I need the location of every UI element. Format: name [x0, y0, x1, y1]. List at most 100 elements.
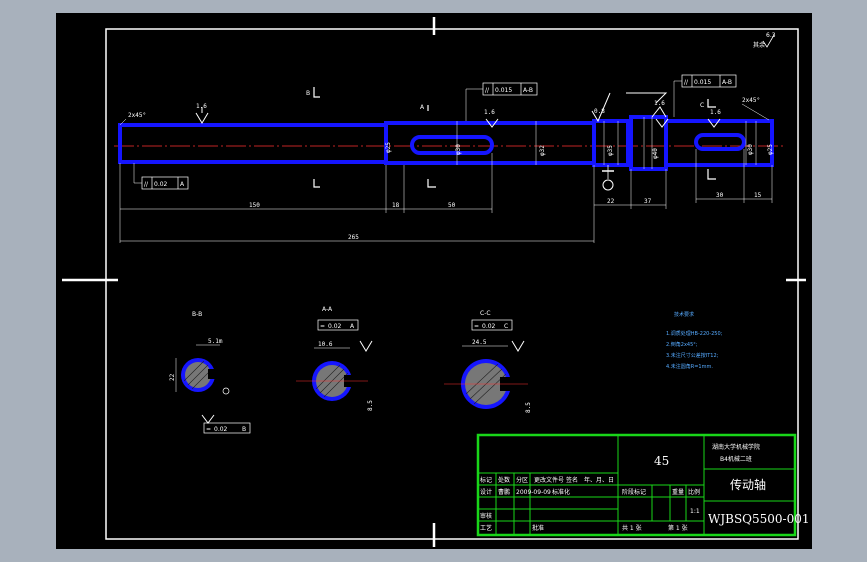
svg-text:标记: 标记: [480, 476, 492, 484]
diam-label: φ30: [747, 144, 754, 155]
roughness-symbols: [195, 92, 721, 128]
svg-text:审核: 审核: [480, 512, 492, 520]
title-block: 45 湖南大学机械学院 B4机械二班 传动轴 WJBSQ5500-001 标记 …: [476, 433, 810, 537]
section-letter: C: [700, 102, 704, 109]
svg-text:24.5: 24.5: [472, 339, 487, 346]
svg-text://: //: [485, 87, 490, 94]
chamfer-left: 2x45°: [128, 112, 146, 119]
svg-text:50: 50: [448, 202, 456, 209]
svg-text:265: 265: [348, 234, 359, 241]
svg-text:A: A: [350, 323, 355, 330]
svg-text:比例: 比例: [688, 488, 700, 496]
svg-text://: //: [144, 181, 149, 188]
svg-text:设计: 设计: [480, 488, 492, 496]
svg-text:2.倒角2x45°;: 2.倒角2x45°;: [666, 341, 698, 348]
roughness-value: 1.6: [710, 109, 721, 116]
roughness-value: 1.6: [654, 100, 665, 107]
svg-text:=: =: [320, 323, 325, 330]
svg-text:阶段标记: 阶段标记: [622, 488, 646, 496]
svg-text:18: 18: [392, 202, 400, 209]
diam-label: φ25: [767, 144, 774, 155]
section-aa: A-A = 0.02 A 10.6 8.5: [296, 306, 374, 411]
diam-label: φ40: [652, 148, 659, 159]
svg-text:批准: 批准: [532, 524, 544, 532]
school-name: 湖南大学机械学院: [712, 443, 760, 451]
svg-text:30: 30: [716, 192, 724, 199]
svg-text:=: =: [474, 323, 479, 330]
svg-text:4.未注圆角R=1mm.: 4.未注圆角R=1mm.: [666, 363, 713, 370]
shaft-drawing: 其余 6.3 φ25 φ30 φ32 φ35 φ40 φ30 φ25 2x45°: [62, 17, 810, 547]
svg-text:2009-09-09: 2009-09-09: [516, 489, 551, 496]
tech-requirements: 技术要求 1.调质处理HB-220-250; 2.倒角2x45°; 3.未注尺寸…: [666, 311, 723, 370]
general-roughness: 其余 6.3: [753, 32, 776, 49]
class-name: B4机械二班: [720, 455, 752, 463]
svg-text:22: 22: [607, 198, 615, 205]
svg-text:3.未注尺寸公差按IT12;: 3.未注尺寸公差按IT12;: [666, 352, 719, 359]
svg-text:0.02: 0.02: [482, 323, 496, 330]
roughness-corner-label: 其余: [753, 41, 765, 49]
diam-label: φ25: [385, 142, 392, 153]
cad-viewport[interactable]: 其余 6.3 φ25 φ30 φ32 φ35 φ40 φ30 φ25 2x45°: [56, 13, 812, 549]
svg-text:分区: 分区: [516, 476, 528, 484]
svg-text:标准化: 标准化: [552, 488, 570, 496]
svg-text:更改文件号: 更改文件号: [534, 476, 564, 484]
section-title: B-B: [192, 311, 202, 318]
svg-text:0.015: 0.015: [495, 87, 512, 94]
dimension-values: 150 18 50 22 37 30 15 265: [249, 192, 762, 241]
svg-text:A-B: A-B: [722, 79, 732, 86]
svg-text:0.02: 0.02: [328, 323, 342, 330]
section-title: C-C: [480, 310, 491, 317]
drawing-number: WJBSQ5500-001: [708, 512, 810, 526]
roughness-value: 1.6: [196, 103, 207, 110]
svg-text:8.5: 8.5: [367, 400, 374, 411]
svg-text:重量: 重量: [672, 488, 684, 496]
diam-label: φ30: [455, 144, 462, 155]
svg-text:5.1m: 5.1m: [208, 338, 223, 345]
section-cc: C-C = 0.02 C 24.5 8.5: [444, 310, 532, 413]
roughness-value: 1.6: [484, 109, 495, 116]
svg-text:0.02: 0.02: [154, 181, 168, 188]
roughness-corner-value: 6.3: [766, 32, 776, 39]
svg-text:年、月、日: 年、月、日: [584, 476, 614, 484]
svg-text:处数: 处数: [498, 476, 510, 484]
dimension-lines: [119, 149, 773, 243]
tolerance-frame: // 0.02 A: [133, 163, 189, 190]
scale-value: 1:1: [690, 508, 700, 515]
diameter-labels: φ25 φ30 φ32 φ35 φ40 φ30 φ25: [385, 142, 774, 159]
svg-text:0.015: 0.015: [694, 79, 711, 86]
chamfer-right: 2x45°: [742, 97, 760, 104]
svg-text:第 1 张: 第 1 张: [668, 524, 688, 532]
section-bb: B-B 22 5.1m = 0.02 B: [169, 311, 251, 434]
svg-text:1.调质处理HB-220-250;: 1.调质处理HB-220-250;: [666, 330, 723, 337]
tolerance-frame: // 0.015 A-B: [673, 74, 737, 117]
svg-text:37: 37: [644, 198, 652, 205]
material: 45: [654, 454, 669, 468]
svg-text:8.5: 8.5: [525, 402, 532, 413]
shaft-body: [118, 115, 774, 171]
section-markers: [313, 87, 716, 188]
part-name: 传动轴: [730, 477, 766, 492]
svg-text:工艺: 工艺: [480, 524, 492, 532]
tech-title: 技术要求: [674, 311, 694, 318]
diam-label: φ32: [539, 145, 546, 156]
svg-text:曹鹏: 曹鹏: [498, 488, 510, 496]
svg-text:=: =: [206, 426, 211, 433]
svg-text:共 1 张: 共 1 张: [622, 524, 642, 532]
svg-text:150: 150: [249, 202, 260, 209]
svg-text://: //: [684, 79, 689, 86]
svg-text:B: B: [242, 426, 246, 433]
svg-text:0.02: 0.02: [214, 426, 228, 433]
diam-label: φ35: [607, 145, 614, 156]
svg-text:15: 15: [754, 192, 762, 199]
svg-text:签名: 签名: [566, 476, 578, 484]
drawing-border: [105, 28, 799, 540]
svg-text:22: 22: [169, 373, 176, 381]
svg-text:C: C: [504, 323, 508, 330]
section-title: A-A: [322, 306, 333, 313]
svg-text:A-B: A-B: [523, 87, 533, 94]
datum-symbol: [602, 165, 614, 191]
svg-text:10.6: 10.6: [318, 341, 333, 348]
section-letter: B: [306, 90, 310, 97]
section-letter: A: [420, 104, 425, 111]
tolerance-frame: // 0.015 A-B: [465, 82, 538, 121]
